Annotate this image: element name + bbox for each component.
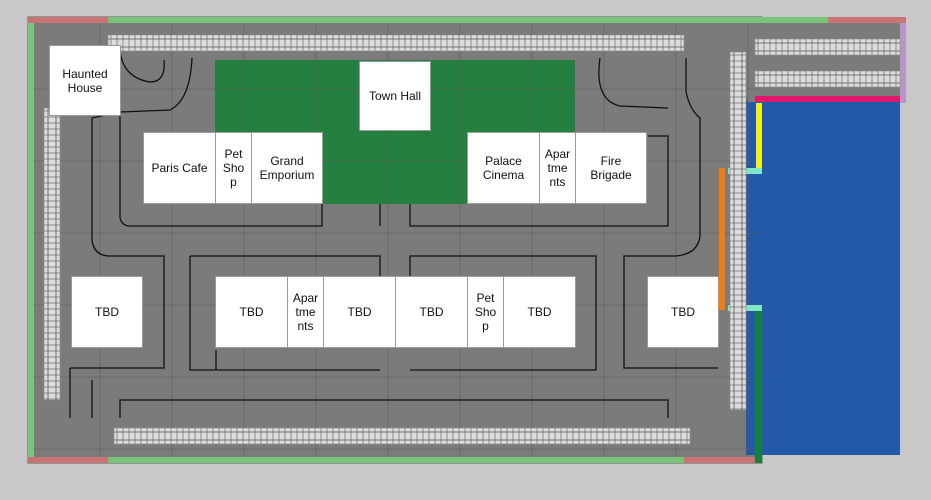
harbor-water <box>746 100 900 455</box>
harbor-trim-pink <box>755 96 900 102</box>
curb-west <box>70 111 165 369</box>
border-red-sw <box>28 457 108 463</box>
curb-north-left <box>119 57 323 227</box>
curb-south-left-top <box>190 255 381 276</box>
curb-nw-loop <box>119 51 165 83</box>
building-tbd-west: TBD <box>71 276 143 348</box>
building-tbd-south-2: TBD <box>323 276 396 348</box>
border-red-nw <box>28 17 108 23</box>
building-tbd-south-3: TBD <box>395 276 468 348</box>
border-green-west <box>28 23 34 457</box>
curb-south-block <box>119 399 669 418</box>
border-red-se <box>684 457 762 463</box>
railway-tracks <box>43 34 901 445</box>
curb-ne-loop <box>598 57 669 109</box>
border-green-north <box>108 17 828 23</box>
border-green-south <box>108 457 684 463</box>
harbor-trim-lilac <box>900 23 906 103</box>
harbor-trim-darkgreen <box>755 311 762 463</box>
road-curbs <box>69 51 718 418</box>
track-north <box>107 34 685 52</box>
building-tbd-east: TBD <box>647 276 719 348</box>
curb-east <box>623 58 718 369</box>
border-red-ne <box>828 17 906 23</box>
track-east <box>729 51 747 411</box>
building-tbd-south-4: TBD <box>503 276 576 348</box>
track-south <box>113 427 691 445</box>
harbor-trim-yellow <box>756 103 762 169</box>
building-town-hall: Town Hall <box>359 61 431 131</box>
curb-south-left <box>189 256 380 371</box>
curb-south-right <box>409 255 597 371</box>
harbor-road <box>748 17 902 102</box>
curb-north-right <box>409 135 669 227</box>
harbor-trim-orange <box>719 168 725 310</box>
building-paris-cafe: Paris Cafe <box>143 132 216 204</box>
track-west <box>43 107 61 401</box>
building-tbd-south-1: TBD <box>215 276 288 348</box>
